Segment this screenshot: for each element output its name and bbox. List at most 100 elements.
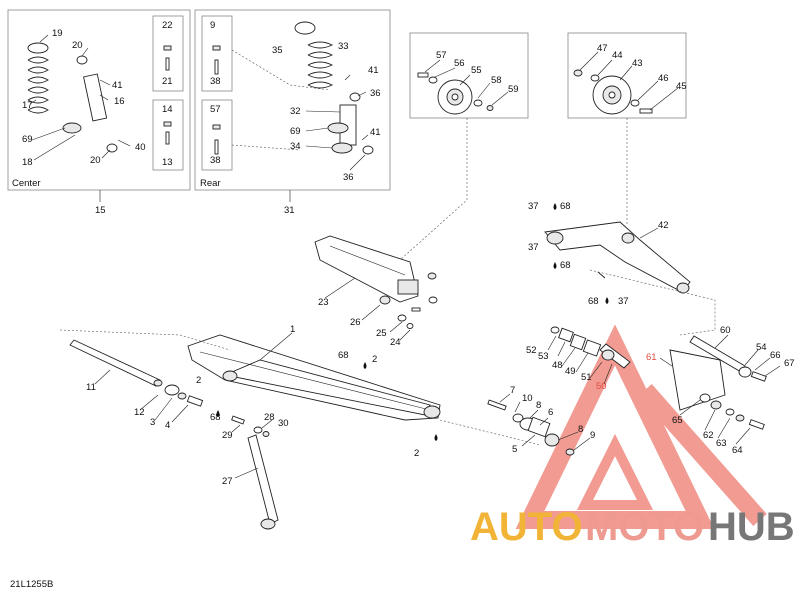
rear-arm	[544, 221, 691, 294]
watermark-hub: HUB	[708, 505, 795, 549]
part-65-label: 65	[672, 415, 683, 426]
part-19-label: 19	[52, 28, 63, 39]
part-68-label: 68	[560, 201, 571, 212]
rear-axle-shaft	[69, 339, 204, 407]
part-21-label: 21	[162, 76, 173, 87]
part-69-label: 69	[290, 126, 301, 137]
part-6-label: 6	[548, 407, 553, 418]
part-61-label: 61	[646, 352, 657, 363]
part-41-label: 41	[112, 80, 123, 91]
part-69-label: 69	[22, 134, 33, 145]
part-5-label: 5	[512, 444, 517, 455]
part-11-label: 11	[86, 382, 96, 393]
part-4-label: 4	[165, 420, 170, 431]
part-25-label: 25	[376, 328, 387, 339]
part-40-label: 40	[135, 142, 146, 153]
part-34-label: 34	[290, 141, 301, 152]
part-23-label: 23	[318, 297, 329, 308]
part-2-label: 2	[414, 448, 419, 459]
part-62-label: 62	[703, 430, 714, 441]
rear-axle-parts	[550, 326, 631, 369]
center-upper-bolt-box	[152, 15, 184, 92]
center-shock-assembly	[27, 42, 172, 153]
part-56-label: 56	[454, 58, 465, 69]
part-47-label: 47	[597, 43, 608, 54]
part-58-label: 58	[491, 75, 502, 86]
part-30-label: 30	[278, 418, 289, 429]
part-46-label: 46	[658, 73, 669, 84]
part-51-label: 51	[581, 372, 592, 383]
watermark-auto: AUTO	[470, 505, 583, 549]
part-53-label: 53	[538, 351, 549, 362]
part-52-label: 52	[526, 345, 537, 356]
part-29-label: 29	[222, 430, 233, 441]
part-43-label: 43	[632, 58, 643, 69]
part-57-label: 57	[436, 50, 447, 61]
part-22-label: 22	[162, 20, 173, 31]
rear-bracket-parts	[669, 335, 767, 430]
part-36-label: 36	[370, 88, 381, 99]
rear-group-name: Rear	[200, 178, 221, 189]
part-labels: 19 20 41 16 17 69 18 20 40 22 21 14 13 9…	[22, 20, 795, 487]
center-axle-parts	[487, 399, 575, 456]
part-50-label: 50	[596, 381, 607, 392]
part-9-label: 9	[590, 430, 595, 441]
rear-lower-bolt-box	[201, 99, 233, 171]
slide-rail	[187, 334, 441, 421]
part-38-label: 38	[210, 155, 221, 166]
part-10-label: 10	[522, 393, 533, 404]
part-68-label: 68	[588, 296, 599, 307]
part-9-label: 9	[210, 20, 215, 31]
part-7-label: 7	[510, 385, 515, 396]
part-13-label: 13	[162, 157, 173, 168]
part-37-label: 37	[618, 296, 629, 307]
part-45-label: 45	[676, 81, 687, 92]
rear-idler-wheel-assembly	[573, 69, 653, 115]
part-8-label: 8	[578, 424, 583, 435]
center-group-ref: 15	[95, 205, 106, 216]
part-33-label: 33	[338, 41, 349, 52]
front-arm	[314, 235, 438, 329]
part-38-label: 38	[210, 76, 221, 87]
part-2-label: 2	[372, 354, 377, 365]
part-28-label: 28	[264, 412, 275, 423]
part-49-label: 49	[565, 366, 576, 377]
part-55-label: 55	[471, 65, 482, 76]
rear-shock-assembly	[212, 21, 374, 155]
watermark-moto: MOTO	[585, 505, 704, 549]
part-59-label: 59	[508, 84, 519, 95]
part-60-label: 60	[720, 325, 731, 336]
part-27-label: 27	[222, 476, 233, 487]
part-44-label: 44	[612, 50, 623, 61]
part-41-label: 41	[370, 127, 381, 138]
part-3-label: 3	[150, 417, 155, 428]
part-26-label: 26	[350, 317, 361, 328]
part-17-label: 17	[22, 100, 33, 111]
part-66-label: 66	[770, 350, 781, 361]
part-14-label: 14	[162, 104, 173, 115]
part-48-label: 48	[552, 360, 563, 371]
part-20-label: 20	[72, 40, 83, 51]
part-42-label: 42	[658, 220, 669, 231]
part-64-label: 64	[732, 445, 743, 456]
part-2-label: 2	[196, 375, 201, 386]
part-16-label: 16	[114, 96, 125, 107]
rear-group-ref: 31	[284, 205, 295, 216]
part-24-label: 24	[390, 337, 401, 348]
oil-drop-icon	[216, 203, 609, 441]
part-68-label: 68	[560, 260, 571, 271]
part-37-label: 37	[528, 242, 539, 253]
part-41-label: 41	[368, 65, 379, 76]
part-36-label: 36	[343, 172, 354, 183]
part-8-label: 8	[536, 400, 541, 411]
part-57-label: 57	[210, 104, 221, 115]
part-32-label: 32	[290, 106, 301, 117]
front-idler-wheel-assembly	[417, 72, 494, 115]
diagram-code: 21L1255B	[10, 579, 53, 590]
part-1-label: 1	[290, 324, 295, 335]
part-35-label: 35	[272, 45, 283, 56]
part-63-label: 63	[716, 438, 727, 449]
part-37-label: 37	[528, 201, 539, 212]
part-68-label: 68	[338, 350, 349, 361]
